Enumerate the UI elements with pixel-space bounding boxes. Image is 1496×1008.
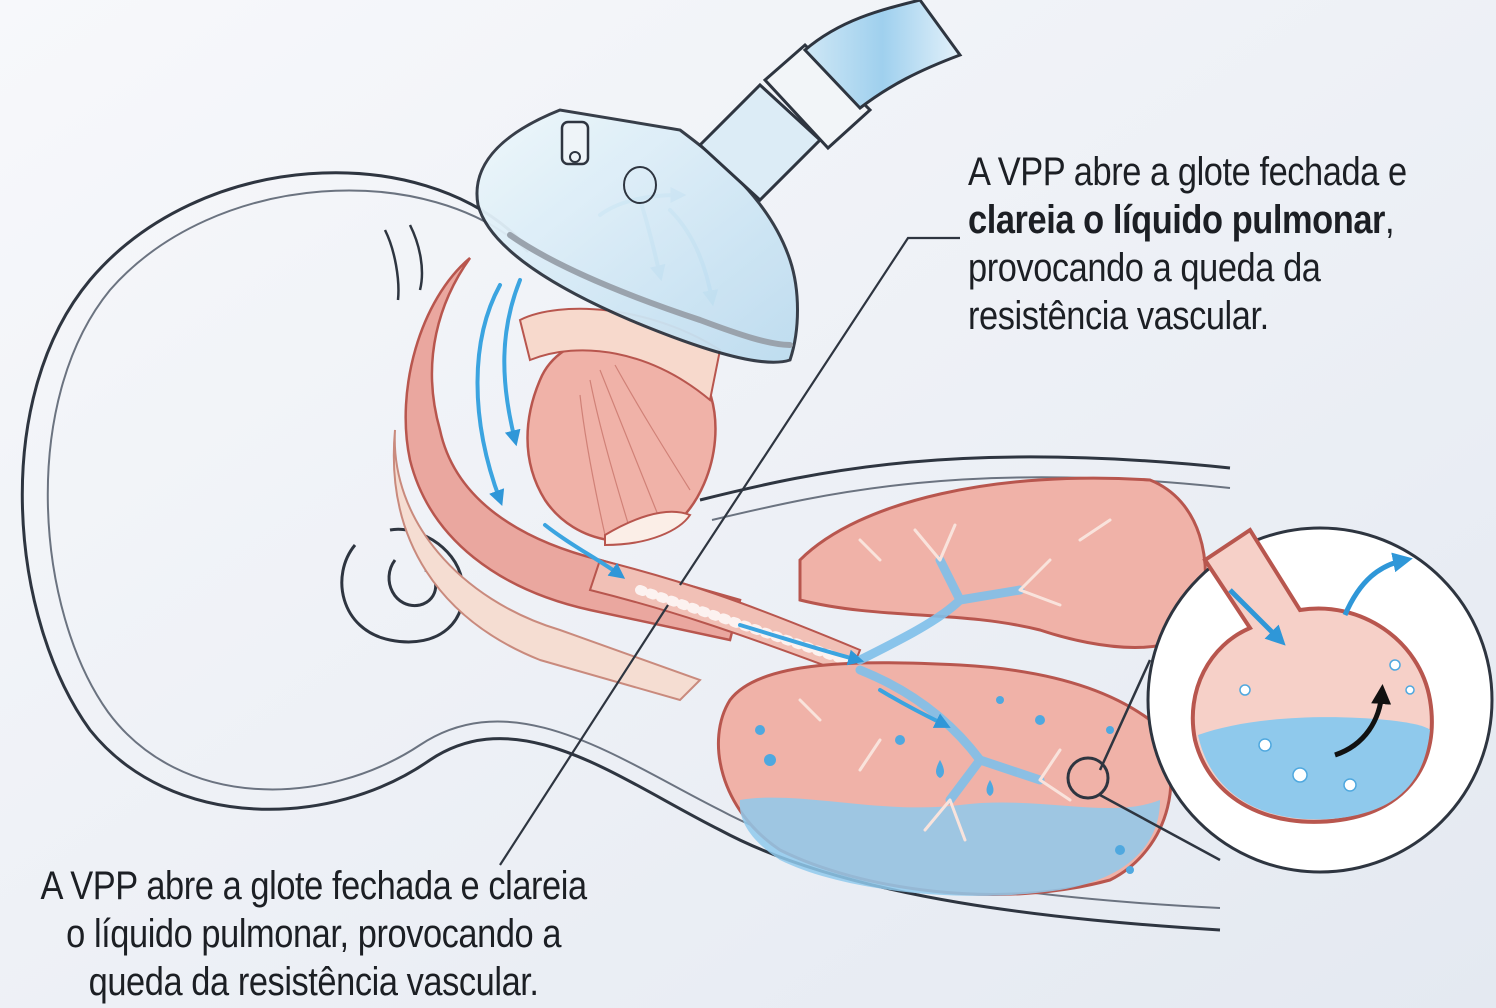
callout-top-line2: clareia o líquido pulmonar, [968,196,1415,244]
callout-bottom-line3: queda da resistência vascular. [4,958,623,1006]
callout-top-comma: , [1385,198,1394,242]
callout-top-bold: clareia o líquido pulmonar [968,198,1385,242]
callout-bottom: A VPP abre a glote fechada e clareia o l… [4,862,623,1006]
callout-bottom-line2: o líquido pulmonar, provocando a [4,910,623,958]
callout-bottom-line1: A VPP abre a glote fechada e clareia [4,862,623,910]
callout-top-line4: resistência vascular. [968,292,1415,340]
callout-top-line1: A VPP abre a glote fechada e [968,148,1415,196]
callout-top: A VPP abre a glote fechada e clareia o l… [968,148,1415,340]
callout-top-line3: provocando a queda da [968,244,1415,292]
